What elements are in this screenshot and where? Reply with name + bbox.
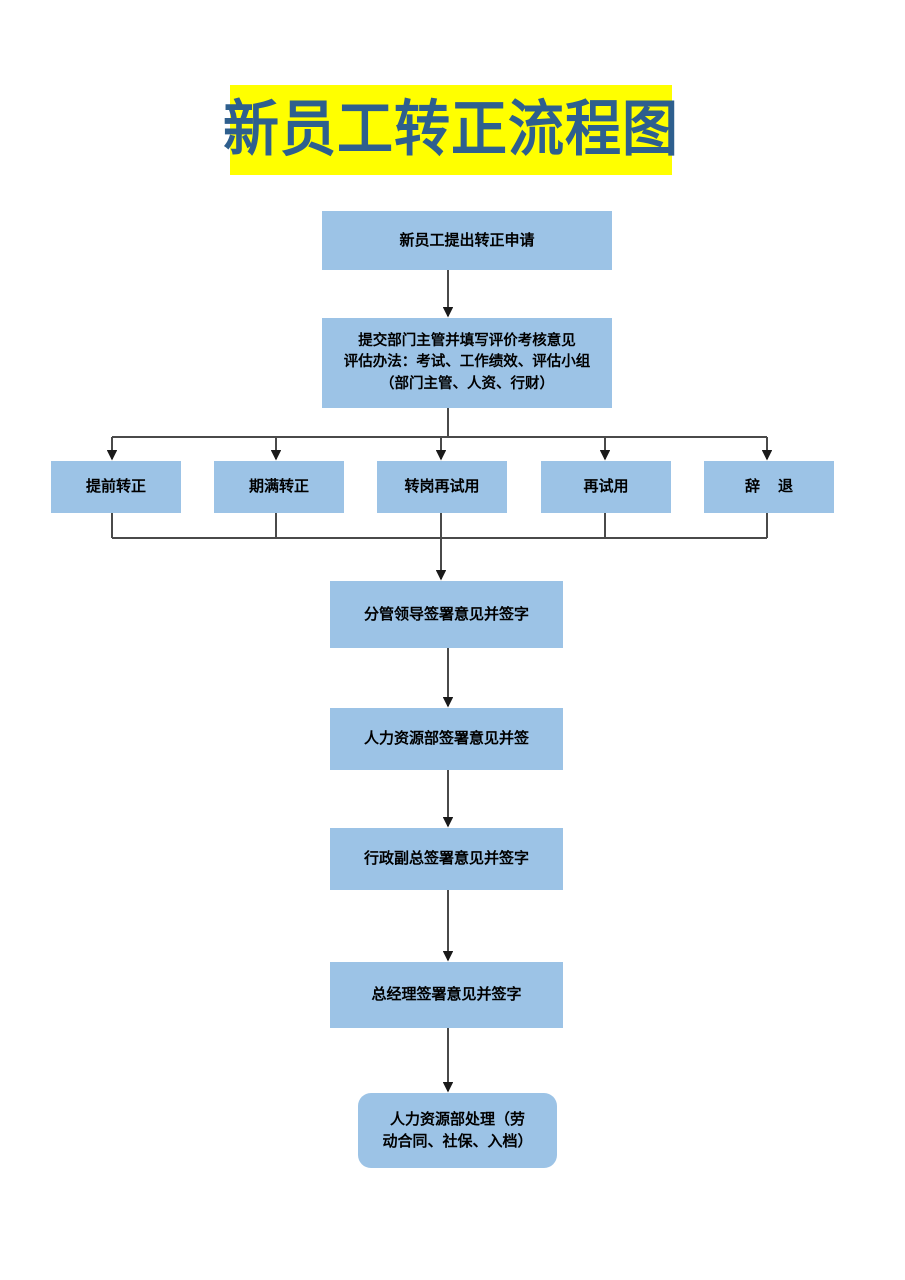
node-label-multiline: 提交部门主管并填写评价考核意见 评估办法：考试、工作绩效、评估小组 （部门主管、… [344, 331, 591, 394]
node-hr-department-signature[interactable]: 人力资源部签署意见并签 [330, 708, 563, 770]
node-branch-dismissal[interactable]: 辞退 [704, 461, 834, 513]
node-label: 人力资源部签署意见并签 [363, 729, 529, 748]
node-label-part2: 退 [778, 477, 794, 496]
node-label-line2: 动合同、社保、入档） [382, 1131, 533, 1150]
node-label: 再试用 [583, 477, 629, 496]
node-label: 转岗再试用 [404, 477, 480, 496]
node-branch-term-confirmation[interactable]: 期满转正 [214, 461, 344, 513]
node-label: 期满转正 [248, 477, 309, 496]
node-label-part1: 辞 [744, 477, 760, 496]
node-label-line3: （部门主管、人资、行财） [380, 375, 554, 392]
node-label: 辞退 [745, 476, 793, 498]
node-administrative-vp-signature[interactable]: 行政副总签署意见并签字 [330, 828, 563, 890]
node-label: 新员工提出转正申请 [399, 230, 535, 249]
node-label-line2: 评估办法：考试、工作绩效、评估小组 [343, 354, 591, 371]
node-label: 分管领导签署意见并签字 [363, 604, 529, 623]
node-branch-transfer-reprobation[interactable]: 转岗再试用 [377, 461, 507, 513]
node-branch-early-confirmation[interactable]: 提前转正 [51, 461, 181, 513]
node-label: 行政副总签署意见并签字 [363, 849, 529, 868]
title-banner: 新员工转正流程图 [223, 85, 678, 175]
node-general-manager-signature[interactable]: 总经理签署意见并签字 [330, 962, 563, 1028]
node-hr-processing[interactable]: 人力资源部处理（劳 动合同、社保、入档） [358, 1093, 557, 1168]
node-label: 总经理签署意见并签字 [371, 985, 522, 1004]
node-label: 提前转正 [85, 477, 146, 496]
node-label-multiline: 人力资源部处理（劳 动合同、社保、入档） [382, 1109, 532, 1153]
node-supervising-leader-signature[interactable]: 分管领导签署意见并签字 [330, 581, 563, 648]
node-branch-extended-probation[interactable]: 再试用 [541, 461, 671, 513]
node-label-line1: 人力资源部处理（劳 [389, 1109, 525, 1128]
node-submit-to-department-head[interactable]: 提交部门主管并填写评价考核意见 评估办法：考试、工作绩效、评估小组 （部门主管、… [322, 318, 612, 408]
node-label-line1: 提交部门主管并填写评价考核意见 [358, 333, 576, 350]
node-new-employee-application[interactable]: 新员工提出转正申请 [322, 211, 612, 270]
page-title: 新员工转正流程图 [223, 94, 679, 165]
